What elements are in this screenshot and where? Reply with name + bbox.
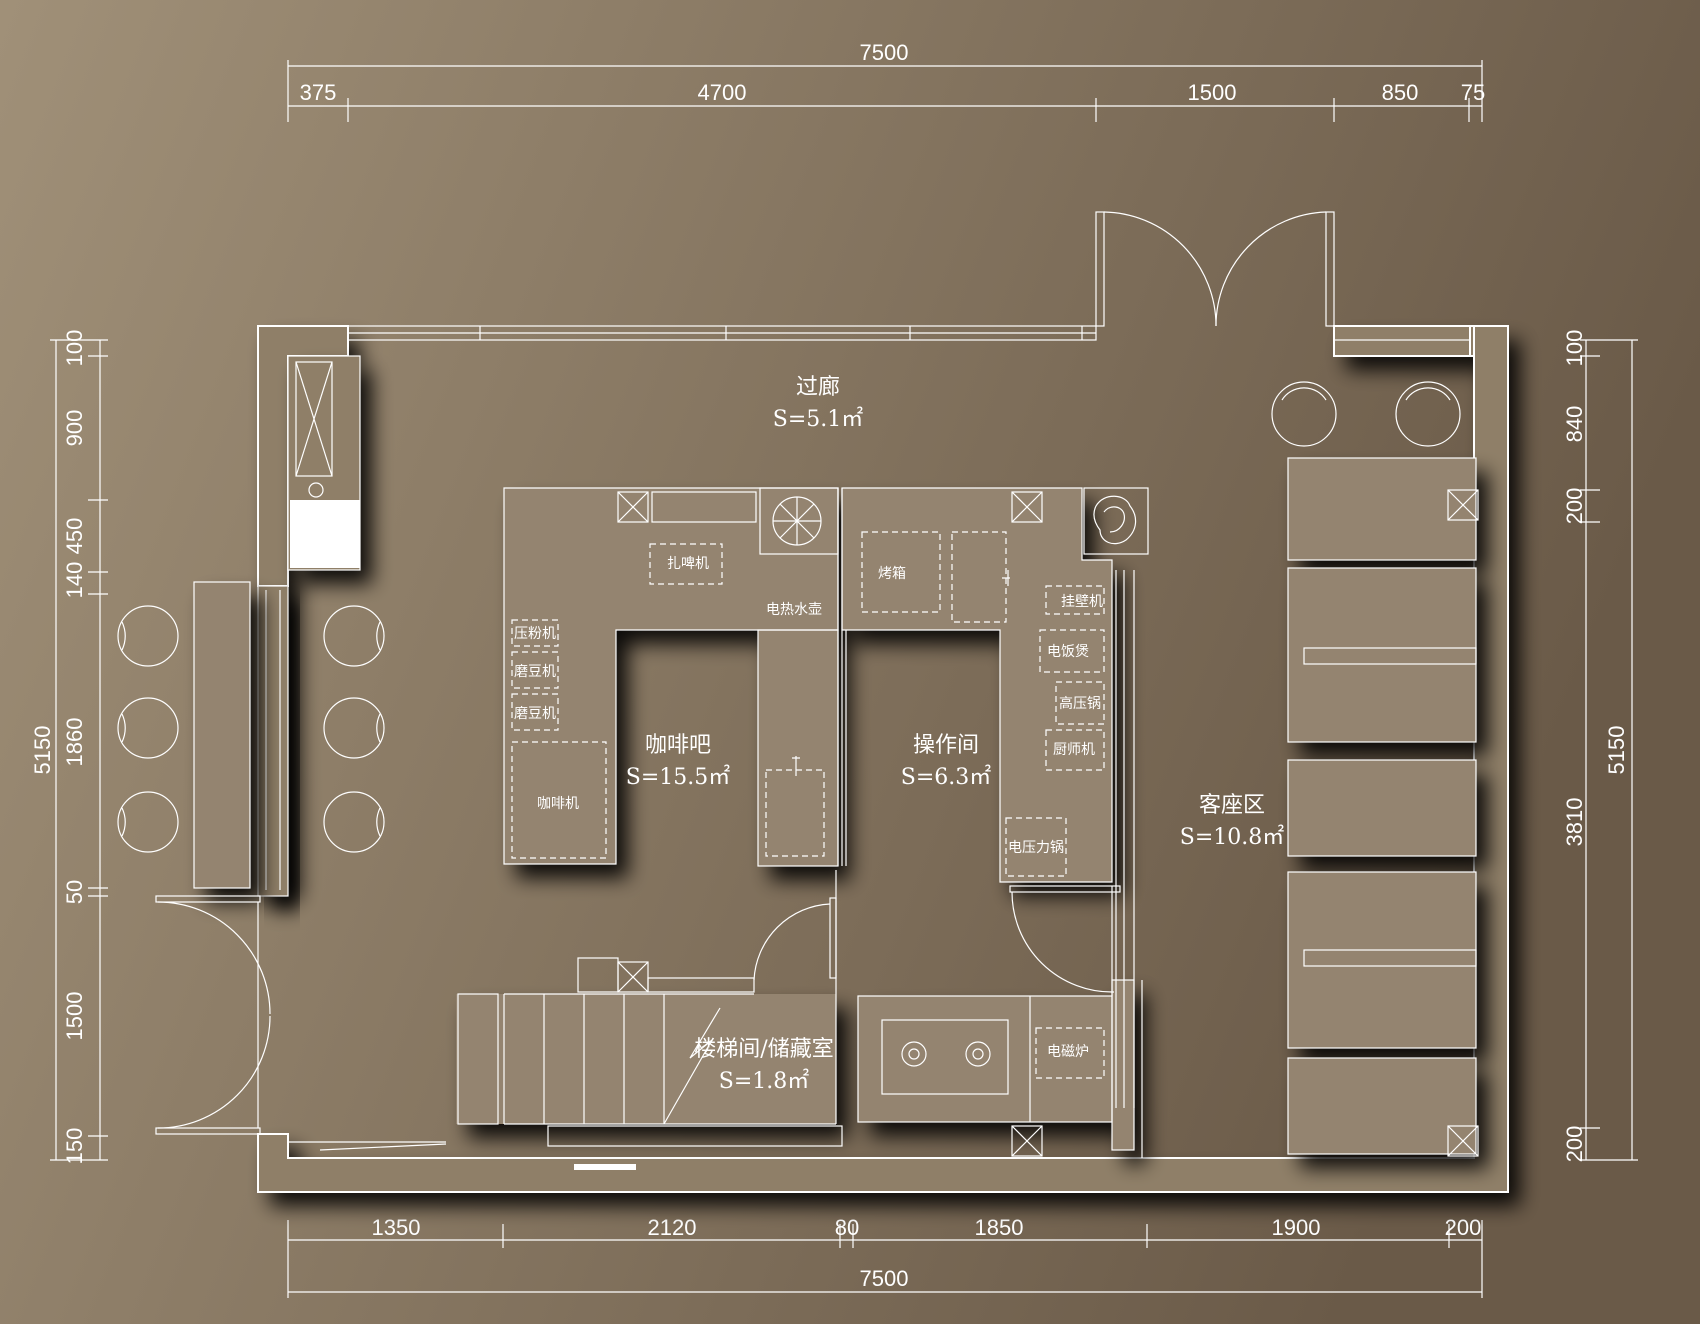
bottom-dimensions: 1350 2120 80 1850 1900 200 7500 [287,1215,1483,1298]
right-dimensions: 100 840 200 3810 200 5150 [1562,330,1638,1163]
dim-bottom-seg: 1900 [1272,1215,1321,1240]
label-electric-kettle: 电热水壶 [766,602,822,618]
dim-left-seg: 150 [62,1128,87,1165]
room-area-stair-storage: S=1.8㎡ [719,1068,810,1094]
dim-left-seg: 450 [62,518,87,555]
dim-top-seg: 375 [300,80,337,105]
lower-kitchen [857,979,1143,1158]
dim-left-seg: 140 [62,562,87,599]
dim-left-seg: 50 [62,880,87,904]
dim-top-seg: 1500 [1188,80,1237,105]
dim-right-seg: 100 [1562,330,1587,367]
room-name-seating: 客座区 [1199,793,1265,818]
room-name-stair-storage: 楼梯间/储藏室 [694,1037,833,1062]
label-coffee-machine: 咖啡机 [537,796,579,812]
label-draft-beer-machine: 扎啤机 [667,556,709,572]
left-bar-table [117,581,385,889]
room-area-kitchen: S=6.3㎡ [901,764,992,790]
stool [323,697,385,759]
interior-blocks [194,356,1476,1154]
room-name-coffee-bar: 咖啡吧 [645,733,711,758]
dim-bottom-total: 7500 [860,1266,909,1291]
stool [323,605,385,667]
dim-left-seg: 100 [62,330,87,367]
label-wall-unit: 挂壁机 [1061,594,1103,610]
dim-left-seg: 900 [62,410,87,447]
dim-left-seg: 1860 [62,718,87,767]
room-area-corridor: S=5.1㎡ [773,406,864,432]
label-oven: 烤箱 [878,566,906,582]
room-name-kitchen: 操作间 [913,733,979,758]
left-dimensions: 5150 100 900 450 140 1860 50 1500 150 [30,330,108,1165]
room-area-coffee-bar: S=15.5㎡ [626,764,731,790]
stool [117,791,179,853]
label-induction-cooker: 电磁炉 [1047,1044,1089,1060]
top-dimensions: 7500 375 4700 1500 850 75 [287,40,1485,122]
fridge [287,355,361,571]
label-tamper: 压粉机 [514,626,556,642]
dim-bottom-seg: 1350 [372,1215,421,1240]
dim-left-total: 5150 [30,726,55,775]
label-stand-mixer: 厨师机 [1053,742,1095,758]
fridge-white-panel [290,500,360,568]
top-double-door [1095,211,1335,327]
dim-right-seg: 3810 [1562,798,1587,847]
stairs-storage [288,870,843,1170]
dim-bottom-seg: 80 [835,1215,859,1240]
armchair [1271,381,1337,447]
room-area-seating: S=10.8㎡ [1180,824,1285,850]
label-electric-pressure-cooker: 电压力锅 [1008,840,1064,856]
room-name-corridor: 过廊 [796,375,840,400]
dim-top-total: 7500 [860,40,909,65]
dim-right-seg: 840 [1562,406,1587,443]
dim-left-seg: 1500 [62,992,87,1041]
left-corridor-partition [258,586,288,896]
kitchen-door [1009,885,1121,996]
coffee-bar-equipment [511,543,1105,877]
dim-right-total: 5150 [1604,726,1629,775]
dim-top-seg: 4700 [698,80,747,105]
dim-bottom-seg: 1850 [975,1215,1024,1240]
dim-top-seg: 75 [1461,80,1485,105]
stool [117,605,179,667]
dim-right-seg: 200 [1562,488,1587,525]
left-entrance-door [155,895,271,1135]
label-grinder-2: 磨豆机 [514,706,556,722]
dim-bottom-seg: 200 [1445,1215,1482,1240]
stool [117,697,179,759]
stool [323,791,385,853]
label-pressure-cooker: 高压锅 [1059,695,1101,712]
dim-top-seg: 850 [1382,80,1419,105]
label-grinder-1: 磨豆机 [514,664,556,680]
dim-bottom-seg: 2120 [648,1215,697,1240]
threshold-marker [574,1164,636,1170]
seating-area [1271,381,1479,1157]
label-rice-cooker: 电饭煲 [1047,643,1089,660]
dim-right-seg: 200 [1562,1126,1587,1163]
armchair [1395,381,1461,447]
